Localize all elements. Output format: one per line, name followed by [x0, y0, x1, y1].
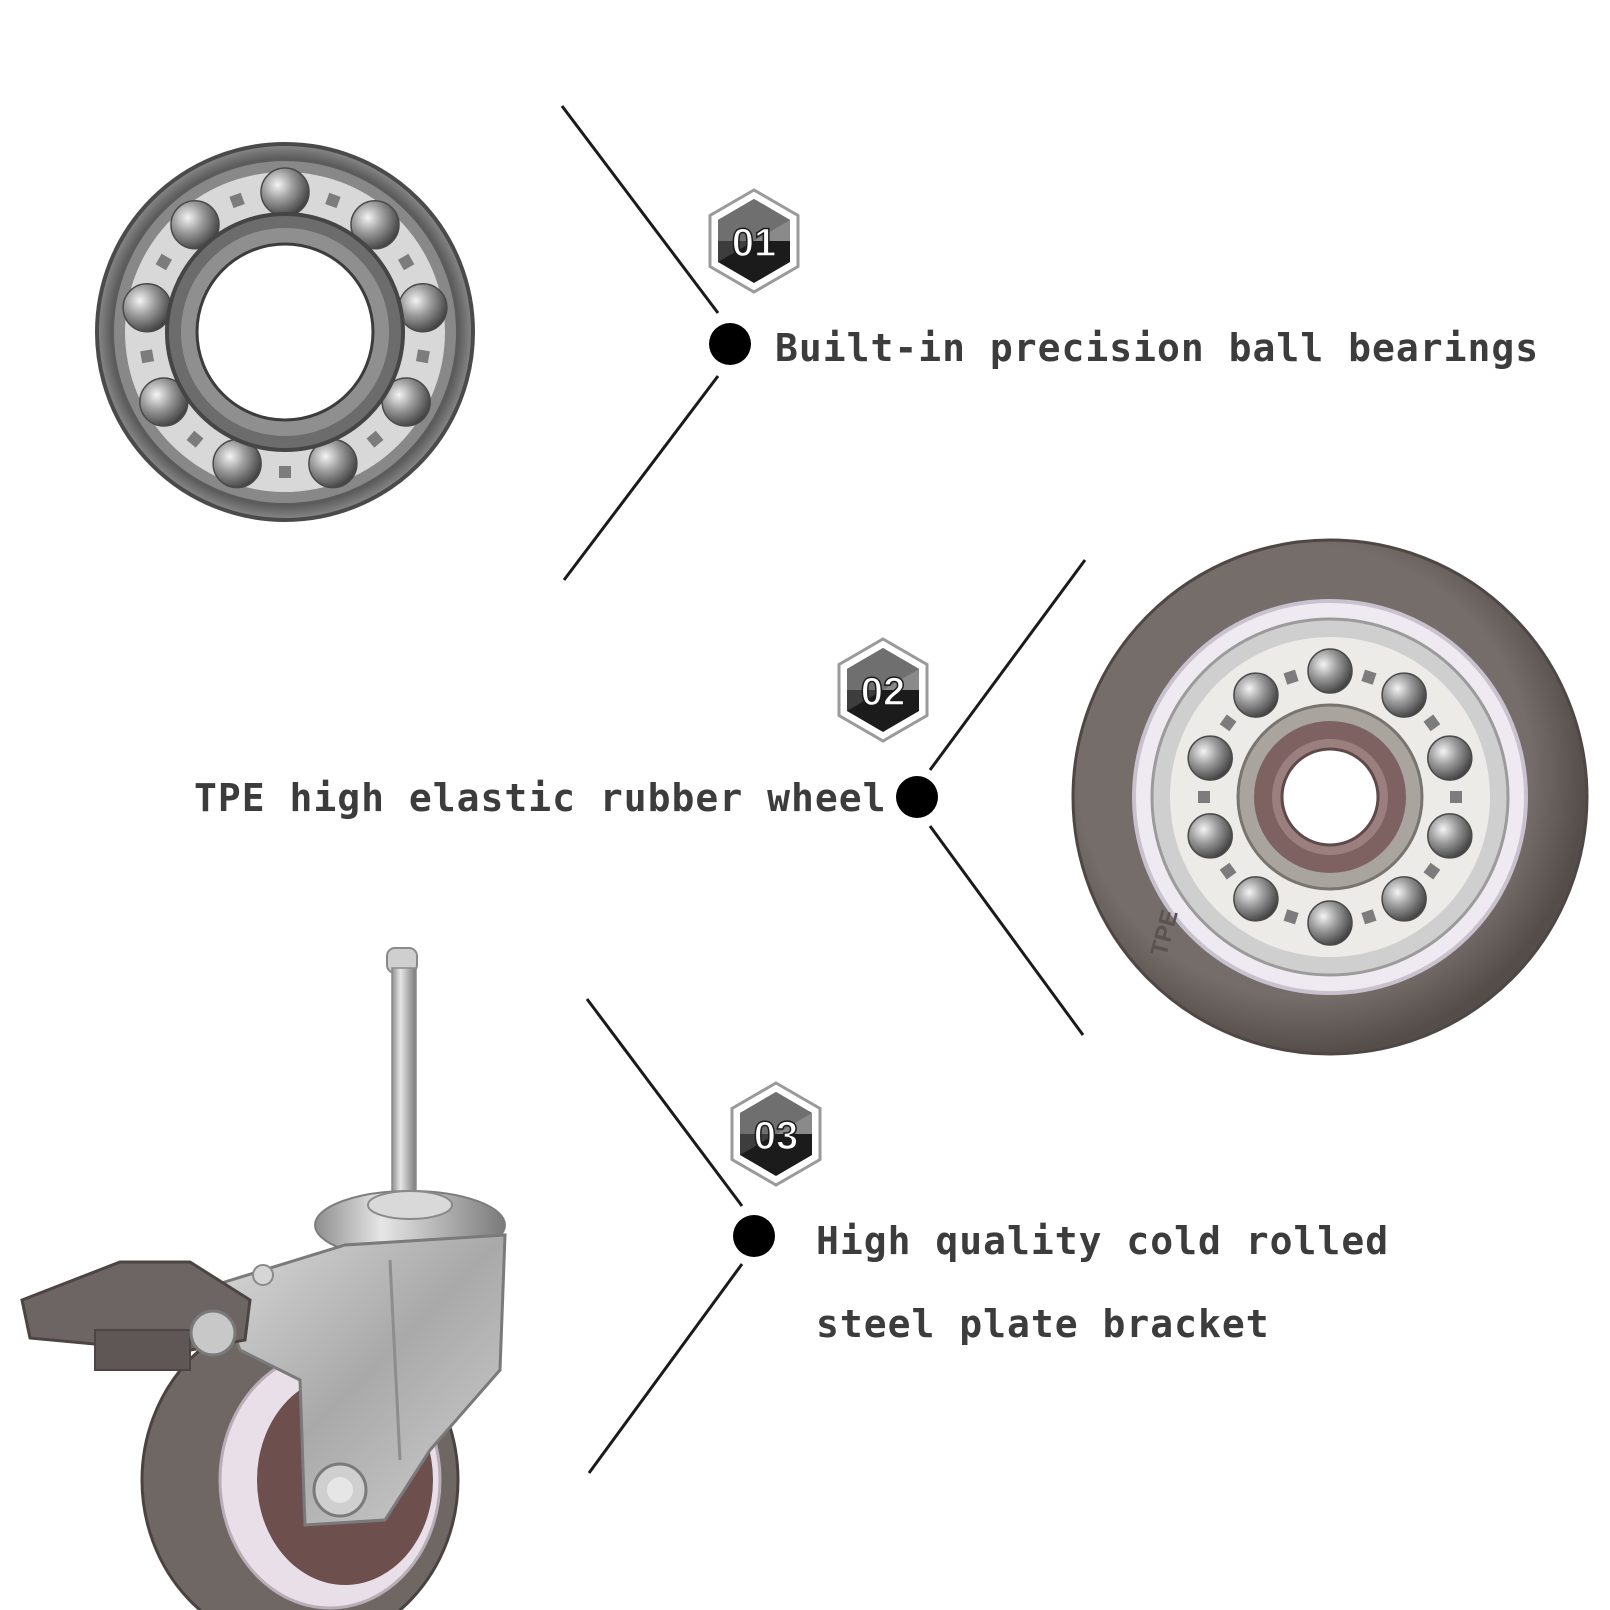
bearing-ball	[1381, 672, 1427, 718]
number-badge-03: 03	[730, 1081, 822, 1187]
number-badge-02: 02	[837, 637, 929, 743]
callout-lines-1	[560, 105, 720, 581]
feature-title-tpe-wheel: TPE high elastic rubber wheel	[194, 776, 887, 820]
bearing-cage-separator	[1361, 909, 1377, 925]
bearing-cage-separator	[279, 466, 291, 478]
bearing-ball	[1233, 876, 1279, 922]
bearing-ball	[1187, 735, 1233, 781]
bearing-cage-separator	[1450, 791, 1462, 803]
wheel-bearing-balls	[1187, 648, 1473, 946]
badge-number-01: 01	[732, 221, 777, 265]
bearing-cage-separator	[366, 430, 384, 448]
bearing-ball	[350, 200, 400, 250]
bearing-cage-separator	[398, 253, 415, 271]
swivel-caster-image	[20, 947, 507, 1610]
bearing-cage-separator	[1283, 909, 1299, 925]
bearing-ball	[1233, 672, 1279, 718]
bearing-cage-separator	[1423, 862, 1441, 880]
bearing-ball	[1307, 900, 1353, 946]
callout-lines-3	[585, 998, 744, 1474]
number-badge-01: 01	[708, 188, 800, 294]
bearing-ball	[1307, 648, 1353, 694]
badge-number-03: 03	[754, 1114, 799, 1158]
bearing-balls	[122, 167, 448, 489]
bearing-ball	[260, 167, 310, 217]
bearing-ball	[398, 282, 448, 333]
callout-lines-2	[928, 559, 1087, 1036]
bearing-cage-separator	[229, 192, 245, 209]
bearing-cage-separator	[1219, 862, 1237, 880]
bearing-cage-separator	[186, 430, 204, 448]
bearing-cage-separator	[325, 192, 341, 209]
bearing-cage-separator	[155, 253, 172, 271]
bearing-ball	[1187, 813, 1233, 859]
bearing-ball	[1427, 735, 1473, 781]
bearing-cage-separator	[415, 349, 430, 364]
feature-title-bracket-line-1: High quality cold rolled	[816, 1219, 1390, 1263]
bearing-ball	[1427, 813, 1473, 859]
badge-number-02: 02	[861, 670, 906, 714]
bearing-cage-separator	[1283, 669, 1299, 685]
bearing-cage-separator	[1219, 714, 1237, 732]
bearing-cage-separator	[140, 349, 155, 364]
bearing-cage-separator	[1423, 714, 1441, 732]
callout-dot-3	[733, 1215, 775, 1257]
callout-dot-1	[709, 323, 751, 365]
feature-title-ball-bearings: Built-in precision ball bearings	[775, 326, 1540, 370]
bearing-ball	[1381, 876, 1427, 922]
bearing-ball	[122, 282, 172, 333]
bearing-cage-separator	[1198, 791, 1210, 803]
bearing-cage-separator	[1361, 669, 1377, 685]
ball-bearing-image	[95, 142, 475, 522]
bearing-ball	[170, 200, 220, 250]
feature-title-bracket-line-2: steel plate bracket	[816, 1302, 1270, 1346]
tpe-wheel-image: TPE	[1071, 538, 1589, 1056]
callout-dot-2	[896, 776, 938, 818]
